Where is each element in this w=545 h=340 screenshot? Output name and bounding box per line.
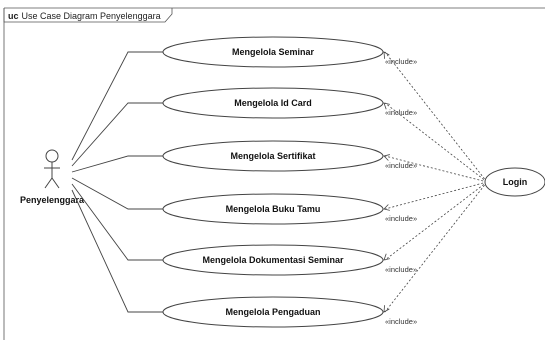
frame-title-text: Use Case Diagram Penyelenggara <box>22 11 161 21</box>
include-label: «include» <box>385 214 417 223</box>
include-line <box>384 181 488 261</box>
association-line <box>71 177 163 210</box>
use-case-label: Mengelola Dokumentasi Seminar <box>202 255 344 265</box>
include-arrowhead <box>383 51 390 59</box>
use-case-ellipse <box>162 244 384 276</box>
stick-figure-icon <box>44 149 60 189</box>
include-arrowhead <box>383 305 390 313</box>
use-case-ellipse <box>162 140 384 172</box>
use-case-mengelola-dokumentasi-seminar: Mengelola Dokumentasi Seminar <box>162 244 384 276</box>
include-label: «include» <box>385 108 417 117</box>
include-arrowhead <box>383 154 390 161</box>
association-line <box>71 51 163 161</box>
use-case-login: Login <box>484 167 545 197</box>
use-case-label: Mengelola Sertifikat <box>230 151 315 161</box>
use-case-mengelola-pengaduan: Mengelola Pengaduan <box>162 296 384 328</box>
include-line <box>384 181 488 313</box>
include-arrowhead <box>383 204 390 211</box>
use-case-ellipse <box>162 193 384 225</box>
include-arrowhead <box>383 253 390 261</box>
use-case-ellipse <box>162 87 384 119</box>
association-line <box>71 189 163 313</box>
include-line <box>384 102 488 183</box>
include-line <box>384 155 488 183</box>
include-label: «include» <box>385 57 417 66</box>
use-case-ellipse <box>162 296 384 328</box>
include-line <box>384 181 488 210</box>
include-arrowhead <box>383 102 390 110</box>
use-case-mengelola-id-card: Mengelola Id Card <box>162 87 384 119</box>
include-label: «include» <box>385 265 417 274</box>
association-lines <box>71 51 163 313</box>
use-case-label: Mengelola Id Card <box>234 98 312 108</box>
include-line <box>384 51 488 183</box>
include-label: «include» <box>385 161 417 170</box>
use-case-ellipse <box>162 36 384 68</box>
use-case-label: Mengelola Pengaduan <box>225 307 320 317</box>
use-case-mengelola-sertifikat: Mengelola Sertifikat <box>162 140 384 172</box>
use-case-mengelola-buku-tamu: Mengelola Buku Tamu <box>162 193 384 225</box>
association-line <box>71 183 163 261</box>
use-case-label: Mengelola Buku Tamu <box>226 204 321 214</box>
use-case-mengelola-seminar: Mengelola Seminar <box>162 36 384 68</box>
frame-kind: uc <box>8 11 19 21</box>
actor-label: Penyelenggara <box>20 195 85 205</box>
actor-penyelenggara: Penyelenggara <box>20 149 85 205</box>
association-line <box>71 155 163 173</box>
include-relationships: «include» «include» «include» «include» «inc… <box>383 51 488 326</box>
login-label: Login <box>503 177 528 187</box>
association-line <box>71 102 163 167</box>
use-case-label: Mengelola Seminar <box>232 47 315 57</box>
include-label: «include» <box>385 317 417 326</box>
